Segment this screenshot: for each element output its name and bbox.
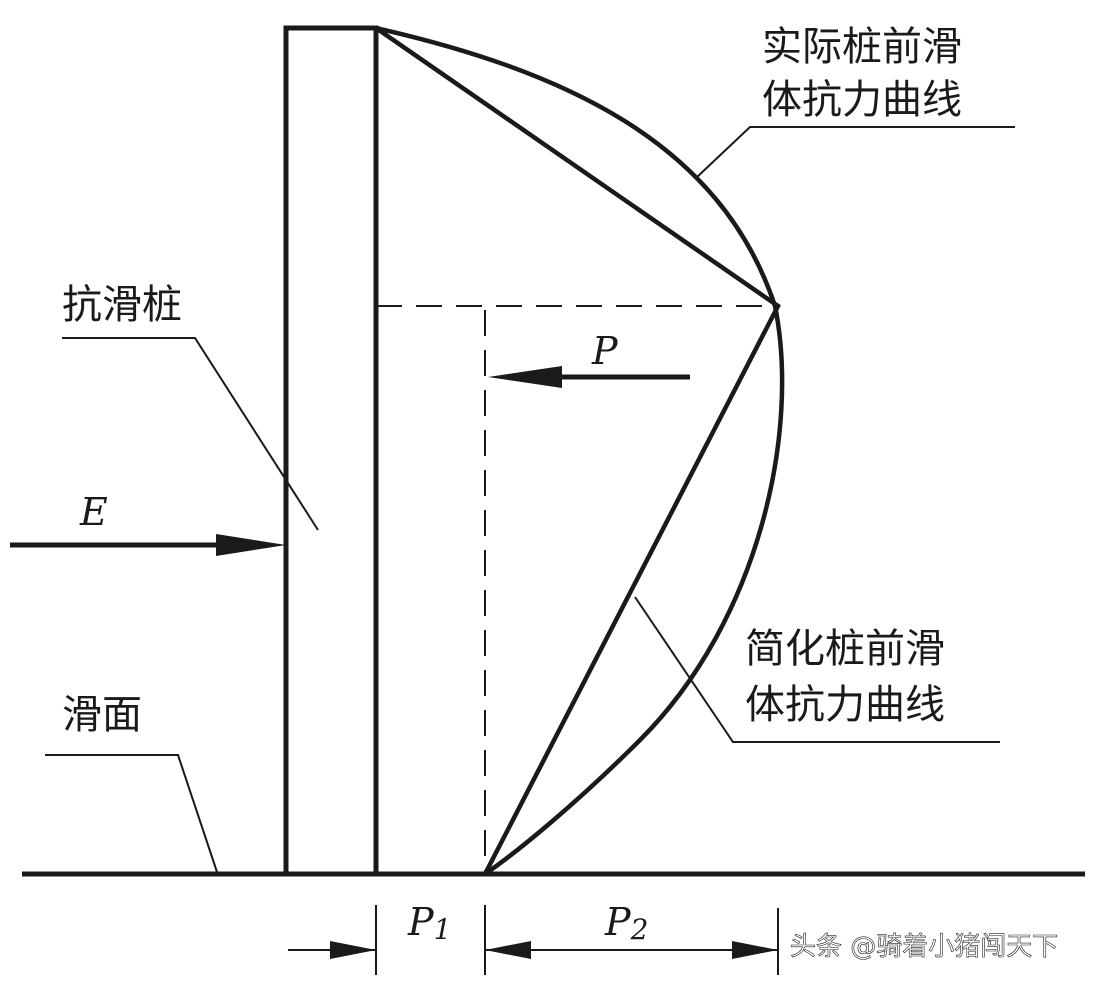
actual-resistance-curve [375, 25, 785, 876]
slip-surface-leader [45, 754, 218, 873]
watermark: 头条 @骑着小猪闯天下 [790, 932, 1058, 962]
force-e-arrowhead [216, 534, 286, 556]
anti-slide-pile [283, 25, 379, 877]
p2-dim-arrowhead-left [485, 941, 531, 959]
force-e-label: E [79, 490, 108, 534]
slip-surface-label: 滑面 [62, 692, 142, 738]
simplified-curve-label-line1: 简化桩前滑 [745, 626, 945, 672]
pile-label: 抗滑桩 [62, 282, 182, 328]
actual-curve-label-line1: 实际桩前滑 [762, 24, 962, 70]
force-p-label: P [591, 329, 619, 373]
force-p-arrowhead [488, 366, 562, 388]
p2-label: P2 [604, 900, 648, 946]
simplified-curve-label-line2: 体抗力曲线 [745, 682, 945, 728]
p1-label: P1 [407, 900, 451, 946]
p1-dim-arrowhead [330, 941, 376, 959]
simplified-resistance-line [374, 26, 781, 876]
actual-curve-label-line2: 体抗力曲线 [762, 77, 962, 123]
simplified-curve-leader [634, 596, 1000, 743]
p2-dim-arrowhead-right [732, 941, 778, 959]
actual-curve-leader [695, 126, 1015, 179]
pile-leader [62, 337, 319, 531]
